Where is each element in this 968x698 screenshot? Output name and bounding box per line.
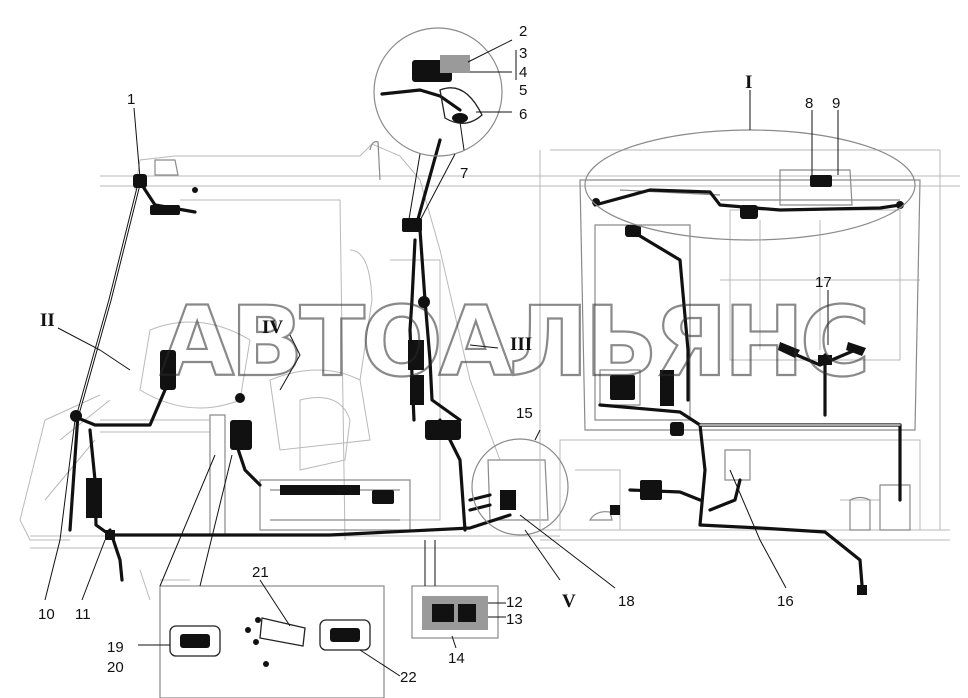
callout-14: 14	[448, 650, 465, 667]
callout-2: 2	[519, 23, 527, 40]
view-label-ii: II	[40, 310, 55, 331]
callout-19: 19	[107, 639, 124, 656]
callout-17: 17	[815, 274, 832, 291]
detail-bubble-top	[373, 27, 517, 231]
callout-18: 18	[618, 593, 635, 610]
callout-4: 4	[519, 64, 527, 81]
cab-rear-view	[522, 90, 960, 595]
view-label-v: V	[562, 591, 576, 612]
view-label-iii: III	[510, 334, 532, 355]
callout-5: 5	[519, 82, 527, 99]
view-label-i: I	[745, 72, 752, 93]
callout-13: 13	[506, 611, 523, 628]
inset-switches	[138, 454, 401, 698]
callout-21: 21	[252, 564, 269, 581]
callout-9: 9	[832, 95, 840, 112]
callout-3: 3	[519, 45, 527, 62]
callout-7: 7	[460, 165, 468, 182]
callout-16: 16	[777, 593, 794, 610]
callout-labels: 1 2 3 4 5 6 7 8 9 10 11 12 13 14 15 16 1…	[38, 23, 840, 686]
view-labels: I II III IV V	[40, 72, 752, 612]
cab-side-view	[19, 138, 560, 601]
callout-22: 22	[400, 669, 417, 686]
callout-8: 8	[805, 95, 813, 112]
callout-20: 20	[107, 659, 124, 676]
detail-v-circle	[471, 429, 616, 589]
callout-6: 6	[519, 106, 527, 123]
leader-lines	[44, 107, 499, 601]
callout-10: 10	[38, 606, 55, 623]
callout-12: 12	[506, 594, 523, 611]
view-label-iv: IV	[262, 317, 283, 338]
watermark: АВТОАЛЬЯНС	[160, 286, 866, 398]
callout-1: 1	[127, 91, 135, 108]
inset-connector	[411, 540, 506, 649]
callout-11: 11	[75, 606, 91, 623]
callout-15: 15	[516, 405, 533, 422]
